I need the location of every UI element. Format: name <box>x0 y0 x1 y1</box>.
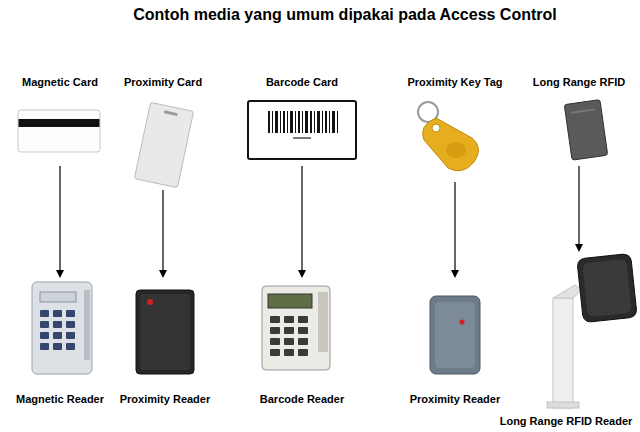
media-node: Proximity Card <box>110 76 216 190</box>
barcode-reader <box>262 286 330 370</box>
reader-node: Proximity Reader <box>395 278 515 406</box>
proximity-reader <box>430 296 480 374</box>
proximity-card <box>134 102 193 187</box>
media-node: Magnetic Card <box>10 76 110 166</box>
media-node: Proximity Key Tag <box>395 76 515 182</box>
media-node: Barcode Card <box>242 76 362 166</box>
arrow-connector <box>298 166 306 278</box>
magnetic-card <box>18 110 100 152</box>
node-label: Long Range RFID <box>533 76 625 89</box>
magnetic-reader <box>32 282 92 374</box>
node-label: Proximity Key Tag <box>407 76 502 89</box>
reader-node: Barcode Reader <box>242 278 362 406</box>
proximity-reader <box>136 290 194 374</box>
arrow-connector <box>56 166 64 278</box>
node-label: Barcode Reader <box>260 393 344 406</box>
arrow-connector <box>451 182 459 278</box>
arrow-connector <box>575 166 583 252</box>
long-range-reader <box>547 253 637 408</box>
node-label: Proximity Card <box>124 76 202 89</box>
reader-node: Proximity Reader <box>110 278 220 406</box>
node-label: Magnetic Card <box>22 76 98 89</box>
reader-node: Magnetic Reader <box>5 278 115 406</box>
node-label: Long Range RFID Reader <box>500 415 633 428</box>
media-node: Long Range RFID <box>522 76 636 166</box>
node-label: Barcode Card <box>266 76 338 89</box>
diagram-title: Contoh media yang umum dipakai pada Acce… <box>133 5 556 25</box>
node-label: Magnetic Reader <box>16 393 104 406</box>
node-label: Proximity Reader <box>120 393 210 406</box>
key-tag <box>418 102 479 171</box>
rfid-card <box>564 100 607 160</box>
arrow-connector <box>159 190 167 278</box>
node-label: Proximity Reader <box>410 393 500 406</box>
barcode-card <box>248 101 356 159</box>
reader-node: Long Range RFID Reader <box>494 252 638 428</box>
